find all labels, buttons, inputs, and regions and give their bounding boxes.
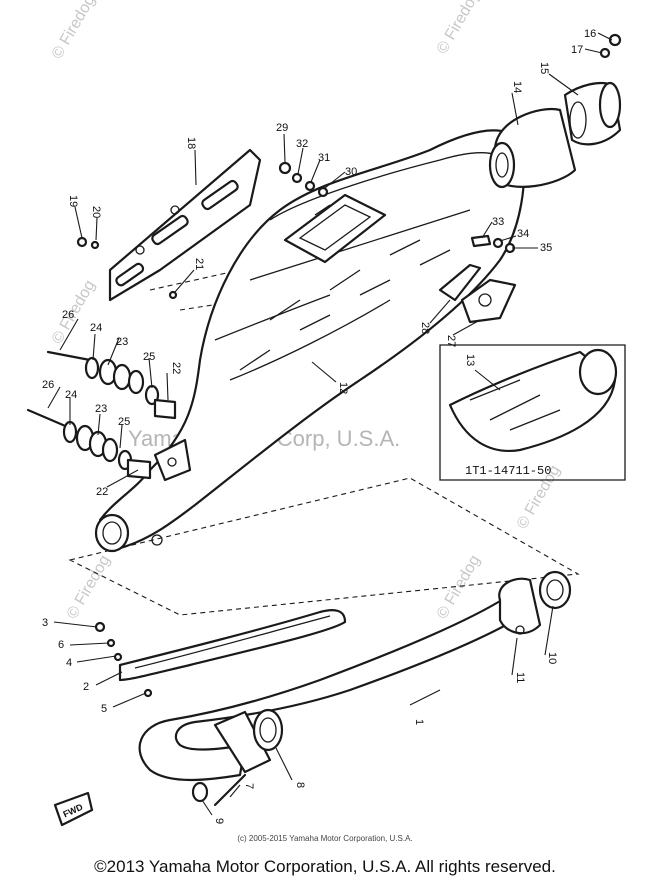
callout-2: 2 bbox=[83, 681, 89, 693]
pipe-protector bbox=[118, 609, 347, 682]
watermark-bottom-right: © Firedog bbox=[434, 552, 484, 622]
copyright-footer: ©2013 Yamaha Motor Corporation, U.S.A. A… bbox=[94, 857, 556, 876]
callout-4: 4 bbox=[66, 657, 72, 669]
pipe-gasket bbox=[538, 570, 572, 610]
callout-6: 6 bbox=[58, 639, 64, 651]
watermark-bottom-left: © Firedog bbox=[64, 552, 114, 622]
callout-23a: 23 bbox=[116, 336, 128, 348]
callout-27: 27 bbox=[445, 335, 457, 347]
callout-3: 3 bbox=[42, 617, 48, 629]
callout-20: 20 bbox=[90, 206, 102, 218]
callout-35: 35 bbox=[540, 242, 552, 254]
lower-mount-hardware bbox=[26, 408, 152, 480]
mounting-bracket bbox=[108, 148, 262, 302]
forward-arrow-icon: FWD bbox=[53, 791, 94, 827]
callout-34: 34 bbox=[517, 228, 529, 240]
callout-26a: 26 bbox=[62, 309, 74, 321]
callout-5: 5 bbox=[101, 703, 107, 715]
callout-9: 9 bbox=[213, 818, 225, 824]
callout-26b: 26 bbox=[42, 379, 54, 391]
callout-25b: 25 bbox=[118, 416, 130, 428]
upper-mount-hardware bbox=[46, 350, 177, 420]
pipe-clamp bbox=[498, 577, 542, 635]
inset-box: 1T1-14711-50 bbox=[439, 344, 626, 481]
callout-21: 21 bbox=[193, 258, 205, 270]
watermark-top-right: © Firedog bbox=[434, 0, 484, 57]
callout-22a: 22 bbox=[170, 362, 182, 374]
callout-8: 8 bbox=[294, 782, 306, 788]
callout-33: 33 bbox=[492, 216, 504, 228]
callout-30: 30 bbox=[345, 166, 357, 178]
callout-22b: 22 bbox=[96, 486, 108, 498]
heat-shield bbox=[283, 193, 387, 264]
callout-29: 29 bbox=[276, 122, 288, 134]
callout-numbers: 1 2 3 4 5 6 7 8 9 10 11 12 13 14 15 16 1… bbox=[42, 28, 596, 824]
callout-16: 16 bbox=[584, 28, 596, 40]
callout-7: 7 bbox=[243, 783, 255, 789]
muffler-cap bbox=[488, 107, 577, 189]
callout-13: 13 bbox=[464, 354, 476, 366]
callout-12: 12 bbox=[337, 382, 349, 394]
silencer-body bbox=[94, 129, 526, 553]
callout-24a: 24 bbox=[90, 322, 102, 334]
exhaust-pipe bbox=[138, 596, 517, 782]
callout-25a: 25 bbox=[143, 351, 155, 363]
callout-28: 28 bbox=[419, 322, 431, 334]
callout-23b: 23 bbox=[95, 403, 107, 415]
diagram-copyright-small: (c) 2005-2015 Yamaha Motor Corporation, … bbox=[237, 834, 413, 843]
callout-1: 1 bbox=[413, 719, 425, 725]
callout-32: 32 bbox=[296, 138, 308, 150]
pipe-stud bbox=[191, 773, 247, 807]
callout-10: 10 bbox=[546, 652, 558, 664]
callout-14: 14 bbox=[511, 81, 523, 93]
callout-leaders bbox=[47, 32, 613, 816]
inset-part-code: 1T1-14711-50 bbox=[465, 464, 551, 478]
tail-pipe-end bbox=[563, 81, 622, 146]
callout-24b: 24 bbox=[65, 389, 77, 401]
callout-19: 19 bbox=[67, 195, 79, 207]
top-fasteners bbox=[278, 161, 329, 198]
callout-17: 17 bbox=[571, 44, 583, 56]
tail-fasteners bbox=[599, 33, 622, 59]
small-bracket bbox=[438, 263, 517, 324]
callout-11: 11 bbox=[514, 672, 526, 683]
callout-18: 18 bbox=[185, 137, 197, 149]
callout-31: 31 bbox=[318, 152, 330, 164]
callout-15: 15 bbox=[538, 62, 550, 74]
watermark-top-left: © Firedog bbox=[49, 0, 99, 62]
